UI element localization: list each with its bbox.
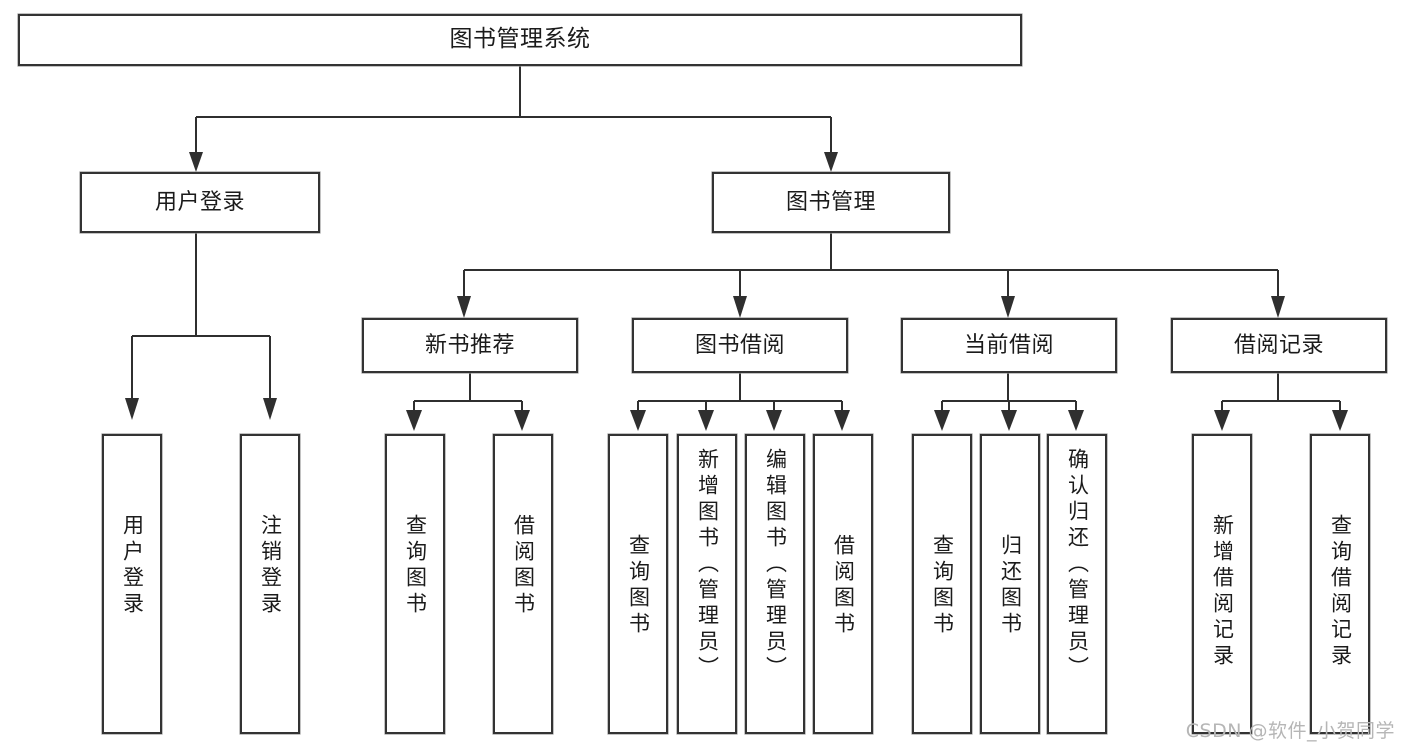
- arrow-leaf-borrow-book-1: [514, 410, 530, 431]
- arrow-to-book-borrow: [733, 296, 747, 318]
- node-root-system[interactable]: 图书管理系统: [18, 14, 1022, 66]
- node-user-login[interactable]: 用户登录: [80, 172, 320, 233]
- leaf-query-book-3[interactable]: 查询图书: [912, 434, 972, 734]
- leaf-query-book-2[interactable]: 查询图书: [608, 434, 668, 734]
- arrow-leaf-query-book-3: [934, 410, 950, 431]
- node-borrow-record[interactable]: 借阅记录: [1171, 318, 1387, 373]
- arrow-leaf-user-login: [125, 398, 139, 420]
- leaf-borrow-book-2-label: 借阅图书: [831, 534, 856, 638]
- leaf-add-book[interactable]: 新增图书（管理员）: [677, 434, 737, 734]
- node-current-borrow-label: 当前借阅: [963, 332, 1054, 358]
- leaf-edit-book-label: 编辑图书（管理员）: [763, 448, 788, 682]
- node-book-management[interactable]: 图书管理: [712, 172, 950, 233]
- leaf-borrow-book-2[interactable]: 借阅图书: [813, 434, 873, 734]
- arrow-leaf-logout: [263, 398, 277, 420]
- leaf-query-book-1-label: 查询图书: [403, 514, 428, 618]
- arrow-leaf-query-book-2: [630, 410, 646, 431]
- node-book-borrow[interactable]: 图书借阅: [632, 318, 848, 373]
- node-book-borrow-label: 图书借阅: [694, 332, 785, 358]
- node-user-login-label: 用户登录: [154, 189, 245, 215]
- arrow-to-user-login: [189, 152, 203, 172]
- arrow-leaf-query-record: [1332, 410, 1348, 431]
- leaf-confirm-return[interactable]: 确认归还（管理员）: [1047, 434, 1107, 734]
- node-current-borrow[interactable]: 当前借阅: [901, 318, 1117, 373]
- arrow-leaf-confirm-return: [1068, 410, 1084, 431]
- node-borrow-record-label: 借阅记录: [1233, 332, 1324, 358]
- node-new-book-recommend-label: 新书推荐: [424, 332, 515, 358]
- node-root-system-label: 图书管理系统: [449, 26, 591, 53]
- leaf-query-book-1[interactable]: 查询图书: [385, 434, 445, 734]
- arrow-to-book-management: [824, 152, 838, 172]
- leaf-confirm-return-label: 确认归还（管理员）: [1065, 448, 1090, 682]
- arrow-leaf-add-book: [698, 410, 714, 431]
- node-new-book-recommend[interactable]: 新书推荐: [362, 318, 578, 373]
- leaf-add-record[interactable]: 新增借阅记录: [1192, 434, 1252, 734]
- leaf-return-book[interactable]: 归还图书: [980, 434, 1040, 734]
- arrow-leaf-add-record: [1214, 410, 1230, 431]
- leaf-logout-label: 注销登录: [258, 514, 283, 618]
- arrow-leaf-return-book: [1001, 410, 1017, 431]
- leaf-edit-book[interactable]: 编辑图书（管理员）: [745, 434, 805, 734]
- leaf-logout[interactable]: 注销登录: [240, 434, 300, 734]
- arrow-to-new-book-recommend: [457, 296, 471, 318]
- leaf-return-book-label: 归还图书: [998, 534, 1023, 638]
- leaf-user-login-label: 用户登录: [120, 514, 145, 618]
- arrow-leaf-borrow-book-2: [834, 410, 850, 431]
- leaf-add-book-label: 新增图书（管理员）: [695, 448, 720, 682]
- arrow-leaf-query-book-1: [406, 410, 422, 431]
- leaf-query-book-2-label: 查询图书: [626, 534, 651, 638]
- arrow-to-current-borrow: [1001, 296, 1015, 318]
- leaf-user-login[interactable]: 用户登录: [102, 434, 162, 734]
- leaf-add-record-label: 新增借阅记录: [1210, 514, 1235, 670]
- leaf-borrow-book-1-label: 借阅图书: [511, 514, 536, 618]
- leaf-query-book-3-label: 查询图书: [930, 534, 955, 638]
- watermark-text: CSDN @软件_小贺同学: [1185, 720, 1395, 742]
- leaf-query-record[interactable]: 查询借阅记录: [1310, 434, 1370, 734]
- leaf-query-record-label: 查询借阅记录: [1328, 514, 1353, 670]
- node-book-management-label: 图书管理: [785, 189, 876, 215]
- arrow-to-borrow-record: [1271, 296, 1285, 318]
- leaf-borrow-book-1[interactable]: 借阅图书: [493, 434, 553, 734]
- arrow-leaf-edit-book: [766, 410, 782, 431]
